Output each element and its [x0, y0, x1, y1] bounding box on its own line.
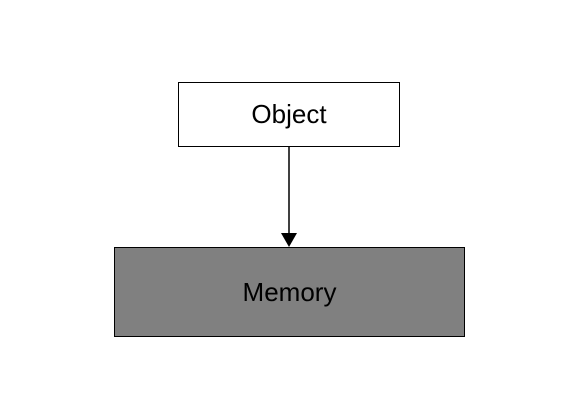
object-node-label: Object [251, 99, 327, 129]
object-node: Object [178, 82, 400, 147]
arrowhead-icon [281, 233, 297, 247]
memory-node: Memory [114, 247, 465, 337]
memory-node-label: Memory [242, 276, 337, 307]
